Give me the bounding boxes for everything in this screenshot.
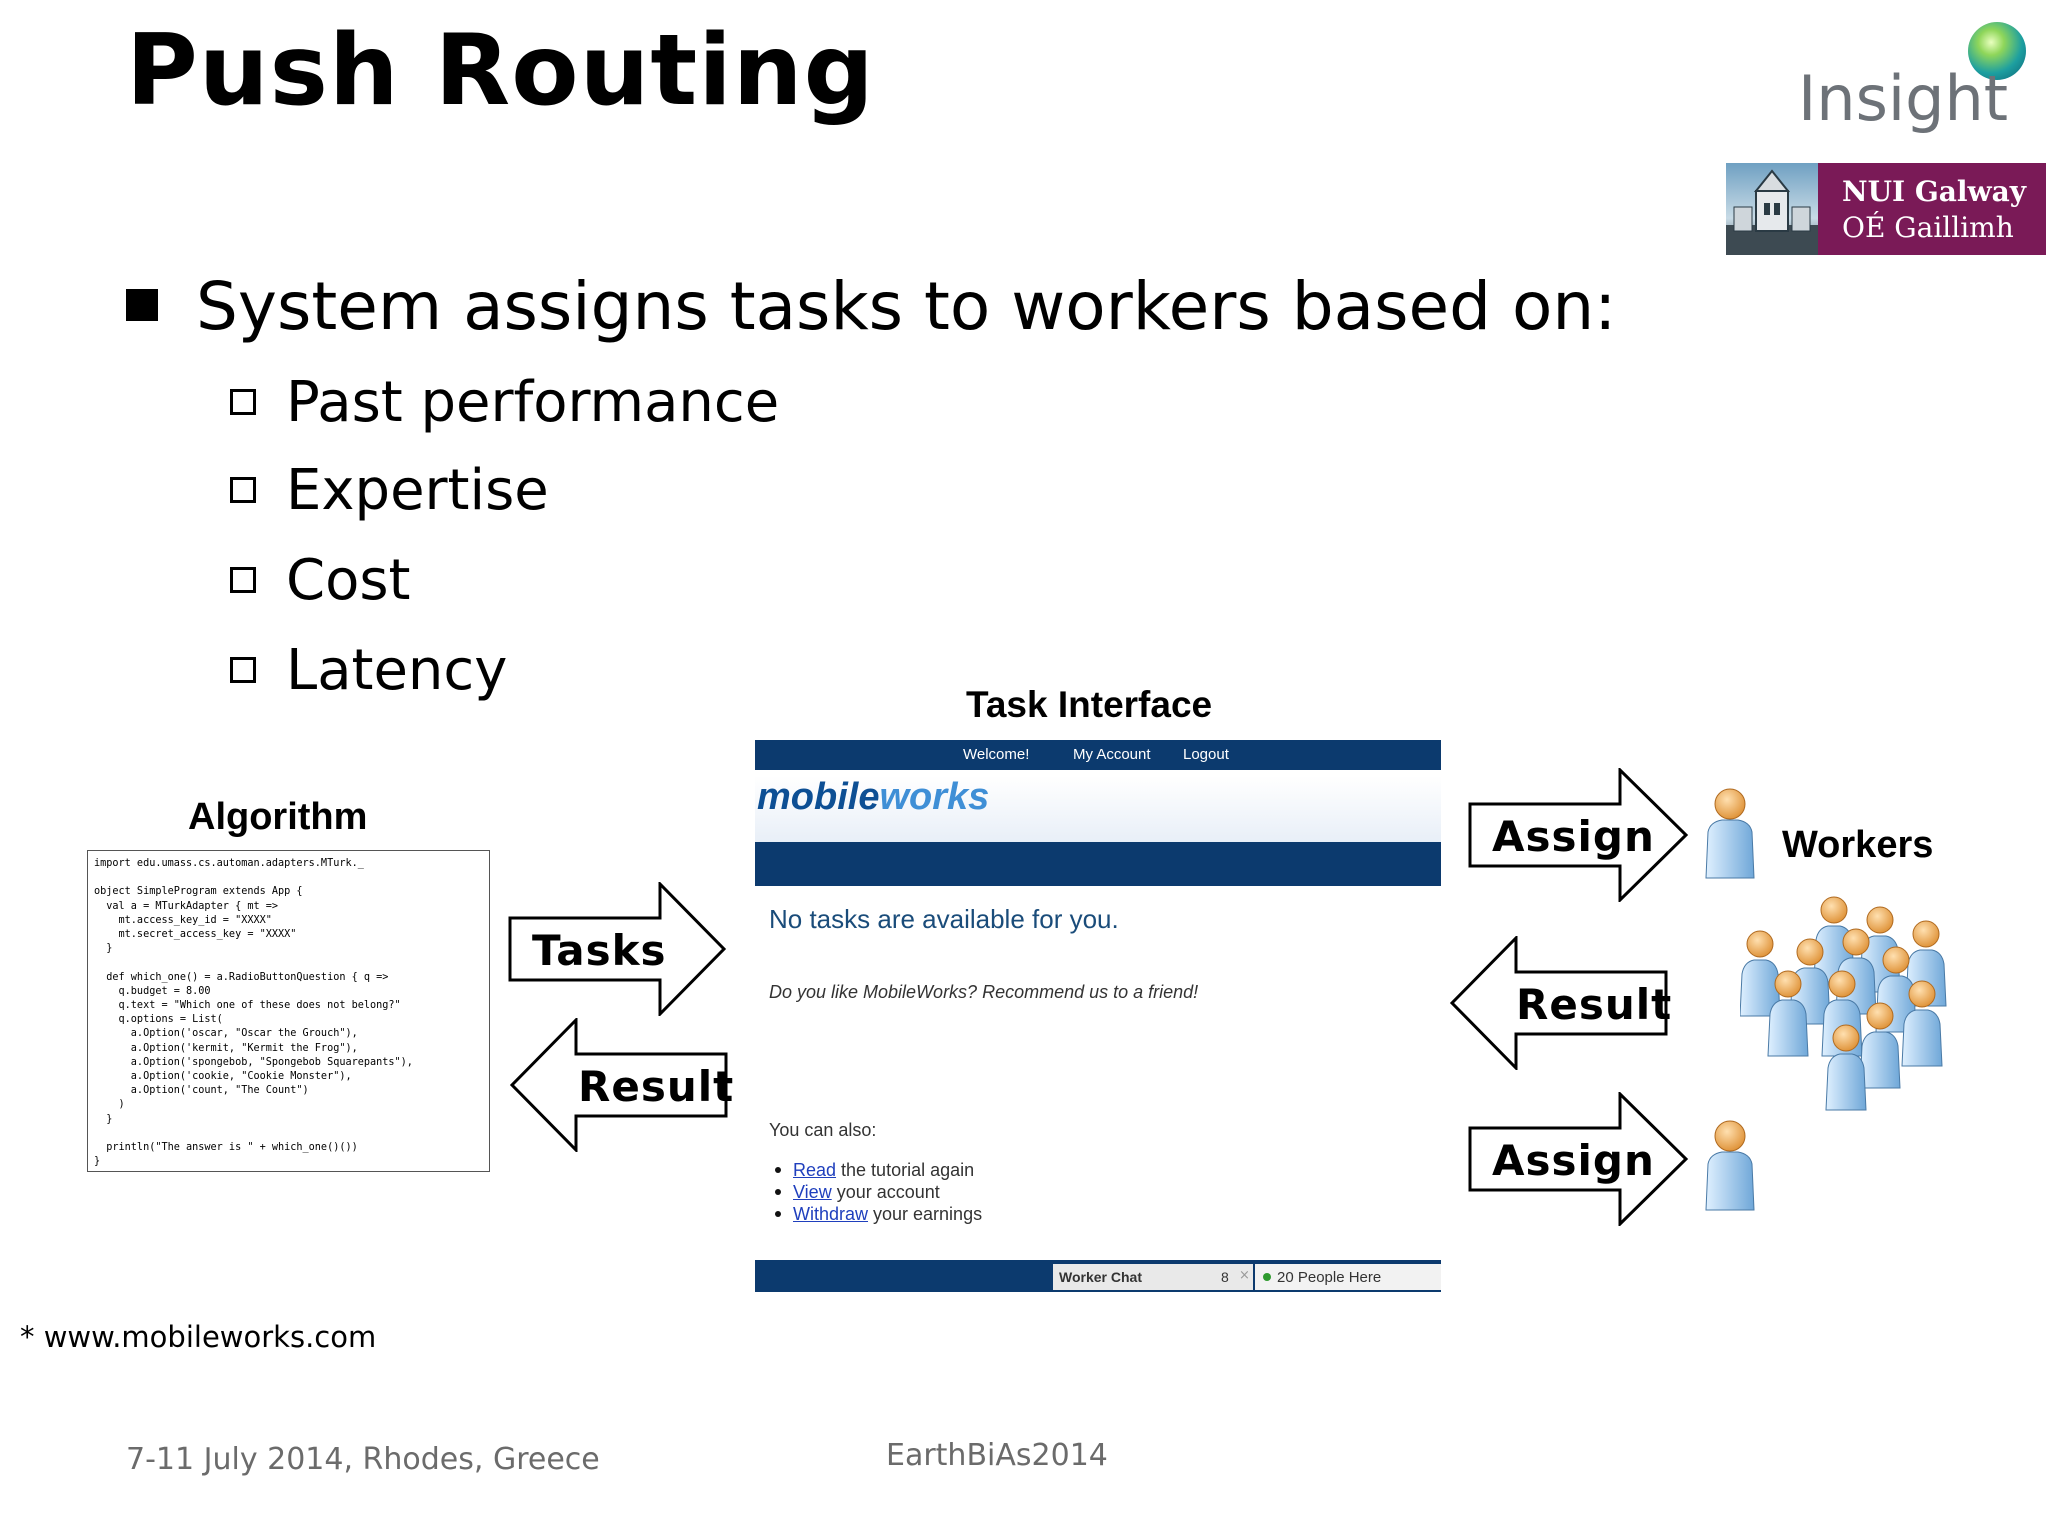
assign-top-label: Assign xyxy=(1492,812,1655,861)
workers-label: Workers xyxy=(1782,824,1934,866)
view-link[interactable]: View xyxy=(793,1182,832,1202)
ti-brand-area xyxy=(755,776,1441,846)
worker-group-icon xyxy=(1740,896,1947,1111)
tasks-label: Tasks xyxy=(532,926,667,975)
sub-bullet-2: Expertise xyxy=(230,458,549,523)
list-item-text: your earnings xyxy=(868,1204,983,1224)
online-status-icon xyxy=(1263,1273,1271,1281)
read-link[interactable]: Read xyxy=(793,1160,837,1180)
footnote: * www.mobileworks.com xyxy=(20,1320,377,1354)
insight-orb-icon xyxy=(1968,22,2026,80)
no-tasks-message: No tasks are available for you. xyxy=(769,904,1119,934)
worker-chat-box[interactable]: Worker Chat 8 × xyxy=(1053,1264,1253,1290)
list-item: Withdraw your earnings xyxy=(775,1204,983,1225)
list-item-text: the tutorial again xyxy=(836,1160,975,1180)
close-icon[interactable]: × xyxy=(1239,1268,1250,1283)
nav-logout[interactable]: Logout xyxy=(1183,746,1229,763)
slide-title: Push Routing xyxy=(126,14,875,128)
sub-bullet-text: Latency xyxy=(286,638,508,703)
algorithm-title: Algorithm xyxy=(188,796,368,838)
people-here-box: 20 People Here xyxy=(1255,1264,1441,1290)
mobileworks-logo: mobileworks xyxy=(757,776,989,819)
bullet-main-text: System assigns tasks to workers based on… xyxy=(196,268,1617,345)
sub-bullet-text: Expertise xyxy=(286,458,549,523)
checkbox-bullet-icon xyxy=(230,566,256,593)
bullet-main: System assigns tasks to workers based on… xyxy=(126,268,1616,345)
sub-bullet-1: Past performance xyxy=(230,370,779,435)
ti-footer-bar: Worker Chat 8 × 20 People Here xyxy=(755,1260,1441,1292)
worker-chat-label: Worker Chat xyxy=(1059,1269,1142,1285)
brand-part-2: works xyxy=(879,776,990,818)
result-right-arrow: Result xyxy=(1448,936,1673,1070)
assign-bottom-arrow: Assign xyxy=(1468,1092,1690,1226)
sub-bullet-4: Latency xyxy=(230,638,507,703)
nui-name-irish: OÉ Gaillimh xyxy=(1842,211,2014,244)
sub-bullet-text: Past performance xyxy=(286,370,780,435)
nui-galway-logo: NUI Galway OÉ Gaillimh xyxy=(1726,163,2046,255)
task-interface-screenshot: Welcome! My Account Logout mobileworks N… xyxy=(755,740,1441,1292)
nui-building-icon xyxy=(1726,163,1818,255)
assign-top-arrow: Assign xyxy=(1468,768,1690,902)
checkbox-bullet-icon xyxy=(230,656,256,683)
list-item-text: your account xyxy=(831,1182,940,1202)
checkbox-bullet-icon xyxy=(230,388,256,415)
withdraw-link[interactable]: Withdraw xyxy=(793,1204,869,1224)
insight-logo-text: Insight xyxy=(1798,62,2009,135)
list-item: View your account xyxy=(775,1182,940,1203)
sub-bullet-3: Cost xyxy=(230,548,411,613)
people-here-label: 20 People Here xyxy=(1277,1269,1382,1286)
nui-name: NUI Galway xyxy=(1842,175,2027,208)
worker-icon xyxy=(1705,1120,1755,1211)
result-left-label: Result xyxy=(578,1062,735,1111)
result-left-arrow: Result xyxy=(508,1018,733,1152)
nav-welcome[interactable]: Welcome! xyxy=(963,746,1030,763)
sub-bullet-text: Cost xyxy=(286,548,411,613)
ti-nav-bar: Welcome! My Account Logout xyxy=(755,740,1441,770)
task-interface-title: Task Interface xyxy=(966,684,1213,725)
nav-my-account[interactable]: My Account xyxy=(1073,746,1151,763)
ti-header-bar xyxy=(755,842,1441,886)
tasks-arrow: Tasks xyxy=(508,882,728,1016)
can-also-text: You can also: xyxy=(769,1120,877,1140)
result-right-label: Result xyxy=(1516,980,1673,1029)
footer-date: 7-11 July 2014, Rhodes, Greece xyxy=(126,1442,600,1477)
assign-bottom-label: Assign xyxy=(1492,1136,1655,1185)
recommend-text: Do you like MobileWorks? Recommend us to… xyxy=(769,982,1199,1002)
list-item: Read the tutorial again xyxy=(775,1160,975,1181)
worker-icon xyxy=(1705,788,1755,879)
brand-part-1: mobile xyxy=(757,776,880,818)
insight-logo: Insight xyxy=(1790,18,2030,138)
footer-conference: EarthBiAs2014 xyxy=(886,1438,1108,1473)
worker-chat-count: 8 xyxy=(1221,1269,1229,1285)
checkbox-bullet-icon xyxy=(230,476,256,503)
algorithm-code: import edu.umass.cs.automan.adapters.MTu… xyxy=(87,850,490,1172)
square-bullet-icon xyxy=(126,288,158,321)
